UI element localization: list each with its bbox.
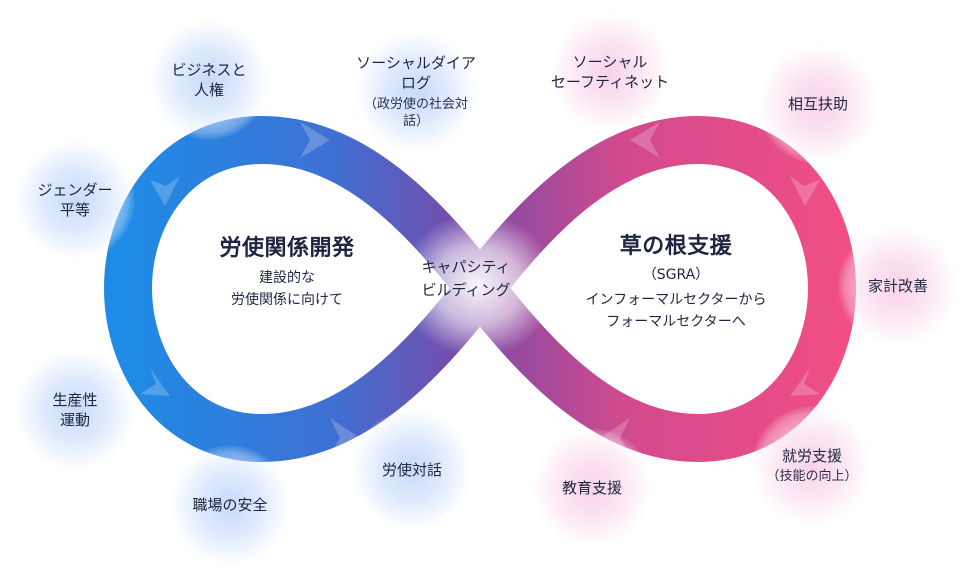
topic-employment-support-subtitle: （技能の向上） xyxy=(766,469,858,485)
topic-social-dialogue: ソーシャルダイアログ （政労使の社会対話） xyxy=(356,32,476,152)
topic-employment-support: 就労支援 （技能の向上） xyxy=(752,406,872,526)
right-hub-abbr: （SGRA） xyxy=(642,267,710,283)
topic-mutual-aid-label: 相互扶助 xyxy=(787,94,848,113)
topic-productivity-movement-label: 生産性 運動 xyxy=(52,390,98,429)
topic-productivity-movement: 生産性 運動 xyxy=(15,350,135,470)
arrow-chevron xyxy=(150,176,180,206)
arrow-chevron xyxy=(790,176,820,206)
arrow-chevron xyxy=(330,418,360,456)
topic-employment-support-label: 就労支援 （技能の向上） xyxy=(766,426,857,506)
arrow-chevron xyxy=(140,368,170,396)
topic-social-dialogue-subtitle: （政労使の社会対話） xyxy=(363,96,468,130)
arrow-chevron xyxy=(790,368,820,396)
topic-business-human-rights: ビジネスと 人権 xyxy=(149,20,269,140)
topic-employment-support-title: 就労支援 xyxy=(781,447,842,466)
right-hub-subtitle: インフォーマルセクターから フォーマルセクターへ xyxy=(585,292,767,330)
left-hub: 労使関係開発 建設的な 労使関係に向けて xyxy=(219,230,354,311)
topic-household-improvement-label: 家計改善 xyxy=(867,276,928,295)
topic-mutual-aid: 相互扶助 xyxy=(758,44,878,164)
capacity-building-label: キャパシティ ビルディング xyxy=(421,258,511,299)
arrow-chevron xyxy=(630,122,660,158)
left-hub-title: 労使関係開発 xyxy=(219,236,355,261)
topic-gender-equality: ジェンダー 平等 xyxy=(15,140,135,260)
flow-arrows xyxy=(140,122,820,456)
topic-education-support: 教育支援 xyxy=(532,428,652,548)
topic-social-safety-net-label: ソーシャル セーフティネット xyxy=(550,52,670,91)
topic-gender-equality-label: ジェンダー 平等 xyxy=(37,180,113,219)
topic-household-improvement: 家計改善 xyxy=(838,226,958,346)
topic-workplace-safety: 職場の安全 xyxy=(170,445,290,565)
topic-social-dialogue-title: ソーシャルダイアログ xyxy=(356,54,476,93)
topic-social-safety-net: ソーシャル セーフティネット xyxy=(550,12,670,132)
center-glow xyxy=(400,213,556,357)
right-hub: 草の根支援 （SGRA） インフォーマルセクターから フォーマルセクターへ xyxy=(585,228,766,333)
topic-labor-dialogue-label: 労使対話 xyxy=(381,460,442,479)
arrow-chevron xyxy=(300,122,330,158)
topic-business-human-rights-label: ビジネスと 人権 xyxy=(171,60,247,99)
right-hub-title: 草の根支援 xyxy=(619,234,733,259)
topic-social-dialogue-label: ソーシャルダイアログ （政労使の社会対話） xyxy=(356,33,476,151)
topic-labor-dialogue: 労使対話 xyxy=(352,410,472,530)
topic-education-support-label: 教育支援 xyxy=(561,478,622,497)
topic-workplace-safety-label: 職場の安全 xyxy=(192,495,268,514)
left-hub-subtitle: 建設的な 労使関係に向けて xyxy=(230,270,343,308)
